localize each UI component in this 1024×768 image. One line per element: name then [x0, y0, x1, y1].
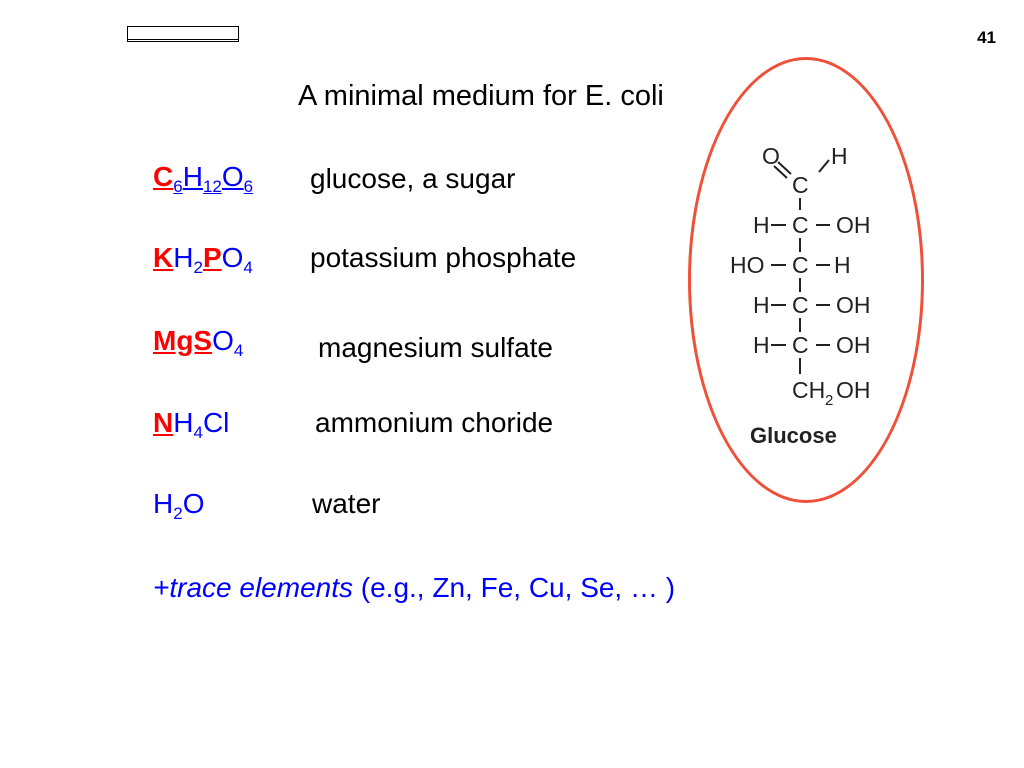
compound-name-sulfate: magnesium sulfate	[318, 332, 554, 363]
atom-h-top: H	[831, 143, 848, 169]
atom-ch-subscript: 2	[825, 392, 833, 409]
subscript: 2	[193, 258, 203, 277]
formula-sulfate: MgSO4	[153, 325, 243, 360]
subscript: 12	[202, 177, 222, 196]
element-hydrogen: H	[182, 161, 203, 192]
atom-ch2-oh: OH	[836, 377, 871, 403]
header-box	[127, 26, 239, 42]
compound-name-glucose: glucose, a sugar	[310, 163, 516, 194]
subscript: 4	[243, 258, 253, 277]
atom-r5-c: C	[792, 332, 809, 358]
element-chlorine: Cl	[202, 407, 230, 438]
compound-name-phosphate: potassium phosphate	[310, 242, 577, 273]
element-hydrogen: H	[153, 488, 174, 519]
highlight-oval	[688, 57, 924, 503]
formula-glucose: C6H12O6	[153, 161, 253, 196]
element-oxygen: O	[221, 242, 244, 273]
atom-r2-right: OH	[836, 212, 871, 238]
subscript: 6	[173, 177, 183, 196]
element-oxygen: O	[182, 488, 205, 519]
formula-ammonium: NH4Cl	[153, 407, 230, 442]
atom-r5-right: OH	[836, 332, 871, 358]
element-carbon: C	[153, 161, 174, 192]
atom-r4-right: OH	[836, 292, 871, 318]
formula-phosphate: KH2PO4	[153, 242, 253, 277]
trace-elements-examples: (e.g., Zn, Fe, Cu, Se, … )	[360, 572, 676, 603]
page-title: A minimal medium for E. coli	[298, 80, 664, 112]
atom-r5-left: H	[753, 332, 770, 358]
atom-o-top: O	[762, 143, 780, 169]
atom-r3-c: C	[792, 252, 809, 278]
compound-name-water: water	[312, 488, 381, 519]
element-hydrogen: H	[173, 242, 194, 273]
element-hydrogen: H	[173, 407, 194, 438]
page-number: 41	[977, 28, 996, 47]
subscript: 2	[173, 504, 183, 523]
element-nitrogen: N	[153, 407, 174, 438]
element-oxygen: O	[212, 325, 234, 356]
trace-elements-label: +trace elements	[153, 572, 353, 603]
subscript: 6	[243, 177, 254, 196]
atom-r4-c: C	[792, 292, 809, 318]
element-oxygen: O	[221, 161, 244, 192]
atom-r2-c: C	[792, 212, 809, 238]
structure-caption: Glucose	[750, 423, 837, 448]
atom-r4-left: H	[753, 292, 770, 318]
element-potassium: K	[153, 242, 174, 273]
atom-r2-left: H	[753, 212, 770, 238]
atom-r3-right: H	[834, 252, 851, 278]
formula-water: H2O	[153, 488, 205, 523]
element-phosphorus: P	[202, 242, 222, 273]
subscript: 4	[233, 341, 244, 360]
compound-name-ammonium: ammonium choride	[315, 407, 554, 438]
atom-r3-left: HO	[730, 252, 765, 278]
atom-ch: CH	[792, 377, 825, 403]
glucose-structure: O H C H C OH HO C H H C OH H C OH CH 2 O…	[730, 143, 871, 448]
atom-c1: C	[792, 172, 809, 198]
element-magnesium-sulfur: MgS	[153, 325, 213, 356]
subscript: 4	[193, 423, 203, 442]
trace-elements-line: +trace elements (e.g., Zn, Fe, Cu, Se, ……	[153, 574, 675, 602]
